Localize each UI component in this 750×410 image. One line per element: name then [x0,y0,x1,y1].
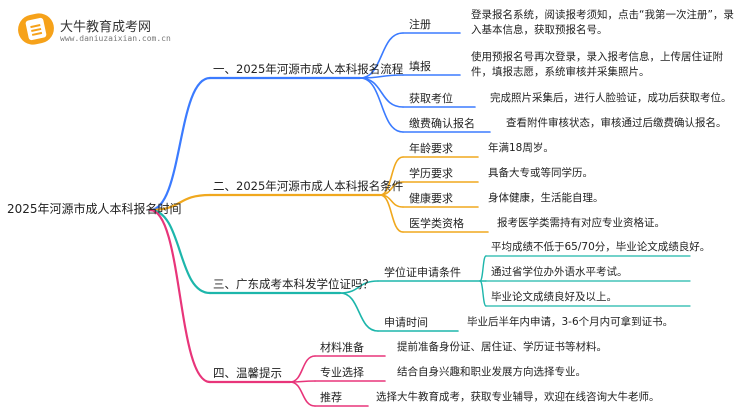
leaf-connector [479,280,487,307]
leaf-connector [379,194,404,233]
node-detail: 报考医学类需持有对应专业资格证。 [497,217,665,229]
logo-url: www.daniuzaixian.com.cn [60,34,171,43]
branch-connector [148,208,212,384]
node-label: 学位证申请条件 [384,266,461,279]
node-detail: 登录报名系统，阅读报考须知，点击“我第一次注册”，录入基本信息，获取预报名号。 [471,9,734,36]
node-label: 获取考位 [409,92,453,105]
leaf-connector [339,280,379,294]
root-topic: 2025年河源市成人本科报名时间 [7,202,182,216]
node-detail: 毕业后半年内申请，3-6个月内可拿到证书。 [467,316,674,328]
node-label: 学历要求 [409,167,453,180]
node-detail: 使用预报名号再次登录，录入报考信息，上传居住证附件，填报志愿，系统审核并采集照片… [471,51,723,78]
site-logo: 大牛教育成考网 www.daniuzaixian.com.cn [15,10,186,48]
branch-title-tips: 四、温馨提示 [213,366,282,380]
node-label: 材料准备 [320,341,364,354]
node-label: 缴费确认报名 [409,117,475,130]
branch-title-degree: 三、广东成考本科发学位证吗？ [213,277,374,291]
leaf-connector [479,255,487,282]
node-label: 年龄要求 [409,142,453,155]
node-detail: 毕业论文成绩良好及以上。 [491,291,617,303]
node-detail: 完成照片采集后，进行人脸验证，成功后获取考位。 [490,92,732,104]
node-detail: 选择大牛教育成考，获取专业辅导，欢迎在线咨询大牛老师。 [376,391,660,403]
node-label: 医学类资格 [409,217,464,230]
node-label: 健康要求 [409,192,453,205]
node-label: 申请时间 [384,316,428,329]
node-detail: 结合自身兴趣和职业发展方向选择专业。 [397,366,586,378]
node-label: 注册 [409,18,431,31]
leaf-connector [339,292,379,332]
certificate-icon [15,10,57,48]
branch-connector [148,208,212,295]
leaf-connector [359,77,404,133]
leaf-connector [289,381,316,407]
leaf-connector [359,32,404,79]
node-label: 填报 [409,60,431,73]
node-detail: 具备大专或等同学历。 [488,167,593,179]
node-detail: 身体健康，生活能自理。 [488,192,604,204]
node-detail: 平均成绩不低于65/70分，毕业论文成绩良好。 [491,241,711,253]
node-detail: 查看附件审核状态，审核通过后缴费确认报名。 [506,117,727,129]
leaf-connector [359,77,404,108]
branch-title-conditions: 二、2025年河源市成人本科报名条件 [213,179,404,193]
node-detail: 通过省学位办外语水平考试。 [491,266,628,278]
node-detail: 提前准备身份证、居住证、学历证书等材料。 [397,341,607,353]
branch-connector [148,76,212,212]
branch-connector [148,193,212,212]
branch-title-process: 一、2025年河源市成人本科报名流程 [213,62,404,76]
logo-name: 大牛教育成考网 [60,20,152,35]
leaf-connector [379,156,404,196]
leaf-connector [289,355,316,383]
node-label: 专业选择 [320,366,364,379]
node-label: 推荐 [320,391,342,404]
node-detail: 年满18周岁。 [488,142,554,154]
